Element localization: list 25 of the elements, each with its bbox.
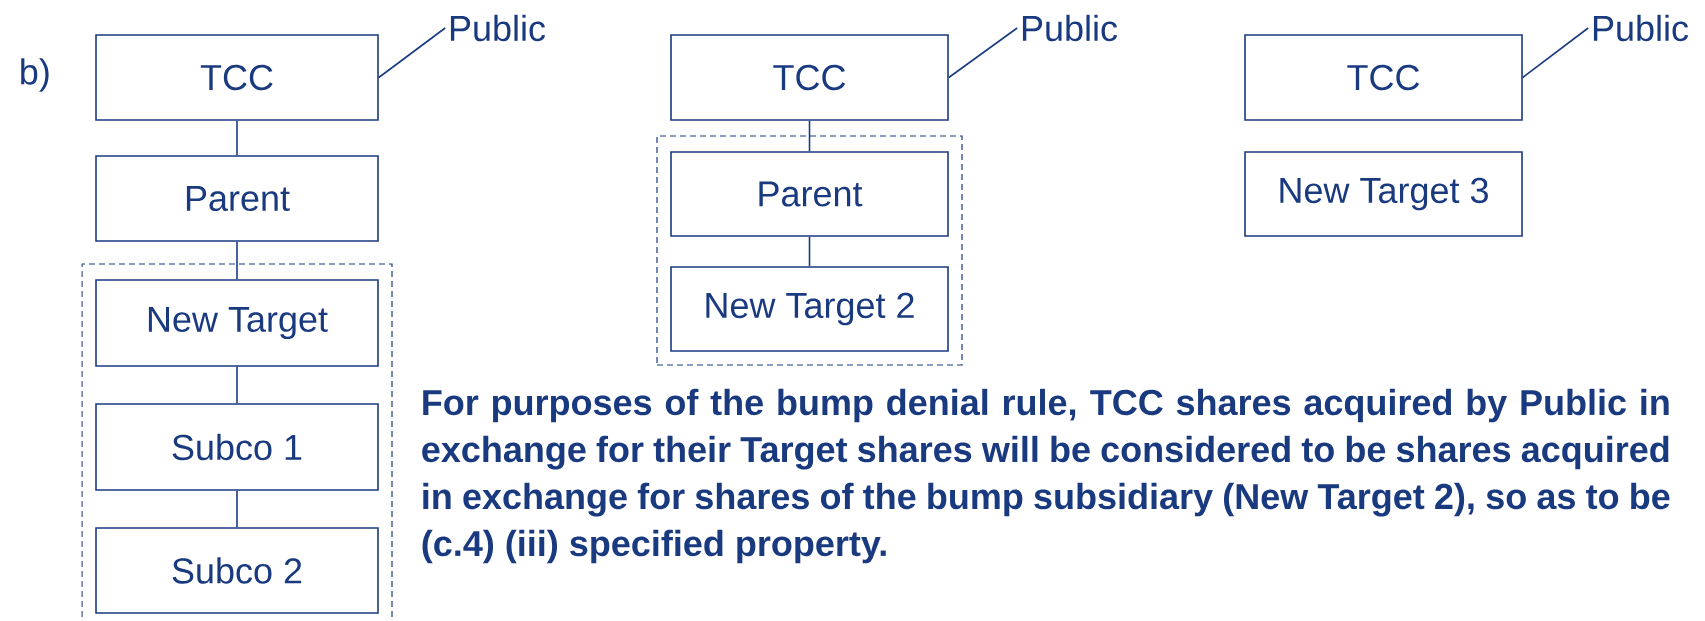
entity-box: TCC <box>95 34 379 121</box>
panel-label: b) <box>21 58 49 92</box>
entity-box: New Target 3 <box>1244 151 1523 237</box>
leader-line <box>1522 27 1589 79</box>
shareholder-label: Public <box>450 14 546 42</box>
connector-line <box>808 120 811 152</box>
entity-box: New Target <box>95 279 379 367</box>
connector-line <box>236 120 238 156</box>
entity-box: Parent <box>95 155 379 242</box>
entity-box: Subco 1 <box>95 403 379 491</box>
leader-line <box>948 27 1018 79</box>
entity-box: Parent <box>670 151 949 237</box>
connector-line <box>808 236 811 267</box>
entity-box: New Target 2 <box>670 266 949 352</box>
connector-line <box>236 241 238 280</box>
group-box <box>656 135 963 366</box>
note-paragraph: For purposes of the bump denial rule, TCC shares acquired by Public in exchange for their Target shares will be considered to be shares acquired in exchange for shares of the bump subsidiary (New Target 2), so as to be (c.4) (iii) specified property. <box>422 388 1670 564</box>
entity-box: Subco 2 <box>95 527 379 614</box>
connector-line <box>236 490 238 528</box>
entity-box: TCC <box>1244 34 1523 121</box>
shareholder-label: Public <box>1593 14 1689 42</box>
connector-line <box>236 366 238 404</box>
leader-line <box>378 27 446 79</box>
shareholder-label: Public <box>1022 14 1118 42</box>
entity-box: TCC <box>670 34 949 121</box>
